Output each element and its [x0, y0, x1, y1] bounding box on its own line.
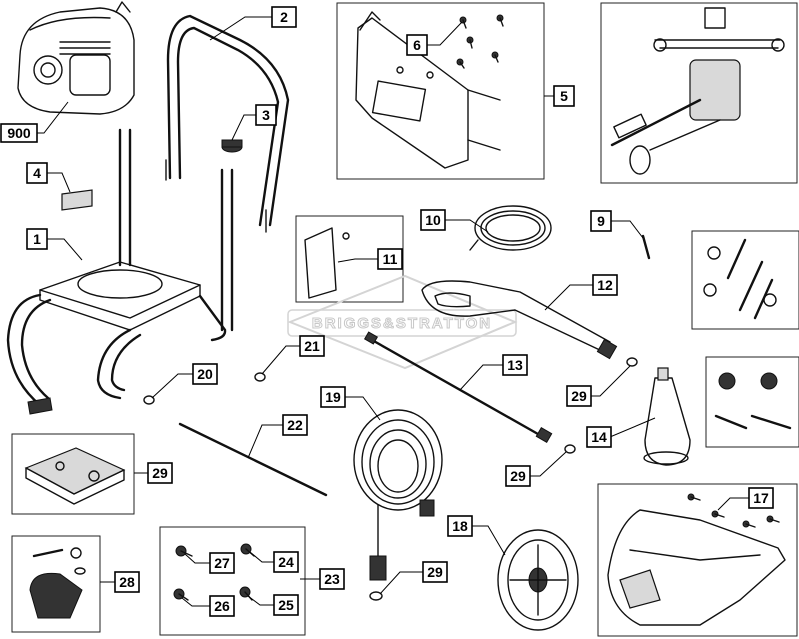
callout-number: 2 — [280, 9, 288, 25]
foot-part — [29, 547, 86, 619]
callout-11: 11 — [377, 248, 403, 270]
callout-26: 26 — [209, 595, 235, 617]
callout-23: 23 — [319, 568, 345, 590]
callout-number: 4 — [33, 165, 41, 181]
callout-10: 10 — [420, 209, 446, 231]
grip-part — [221, 139, 243, 153]
callout-number: 29 — [427, 564, 443, 580]
washer-29-hose — [369, 591, 383, 601]
handle-part — [165, 14, 290, 233]
callout-number: 11 — [383, 251, 398, 267]
rod-part — [178, 422, 328, 497]
group-frame-17 — [597, 483, 798, 637]
callout-19: 19 — [320, 386, 346, 408]
high-pressure-hose-part — [353, 409, 443, 581]
callout-24: 24 — [273, 551, 299, 573]
group-frame-bolts — [691, 230, 799, 330]
pump-part — [610, 7, 785, 175]
decal-part — [61, 189, 93, 211]
filter-part — [304, 227, 350, 299]
callout-number: 1 — [33, 231, 41, 247]
callout-5: 5 — [553, 85, 575, 107]
callout-number: 22 — [287, 417, 303, 433]
callout-number: 14 — [591, 429, 607, 445]
group-frame-pump — [600, 2, 798, 184]
callout-number: 29 — [152, 465, 168, 481]
leader-lines — [36, 16, 749, 607]
wheel-part — [497, 529, 579, 631]
callout-number: 24 — [278, 554, 294, 570]
callout-28: 28 — [114, 571, 140, 593]
group-frame-29-plate — [11, 433, 135, 515]
callout-number: 3 — [262, 107, 270, 123]
callout-number: 18 — [452, 518, 468, 534]
callout-number: 9 — [597, 213, 605, 229]
bolts-group — [703, 238, 777, 320]
callout-2: 2 — [271, 6, 297, 28]
guard-part — [607, 493, 786, 626]
callout-number: 900 — [7, 125, 31, 141]
callout-13: 13 — [502, 354, 528, 376]
callout-900: 900 — [0, 123, 38, 143]
washer-29-wand — [564, 444, 576, 454]
callout-number: 21 — [304, 338, 320, 354]
callout-29-plate: 29 — [147, 462, 173, 484]
washer-21 — [254, 372, 266, 382]
nozzle-part — [643, 367, 691, 466]
callout-number: 25 — [278, 597, 294, 613]
callout-1: 1 — [26, 228, 48, 250]
hose-coil-part — [469, 205, 552, 251]
callout-27: 27 — [209, 552, 235, 574]
engine — [17, 1, 135, 115]
group-frame-11 — [295, 215, 404, 303]
frame-part — [6, 128, 234, 415]
group-frame-28 — [11, 535, 101, 633]
callout-6: 6 — [406, 34, 428, 56]
callout-9: 9 — [590, 210, 612, 232]
group-frame-5 — [336, 2, 545, 180]
callout-number: 26 — [214, 598, 230, 614]
callout-number: 29 — [571, 388, 587, 404]
callout-29-gun: 29 — [566, 385, 592, 407]
callout-14: 14 — [586, 426, 612, 448]
bracket-assembly-part — [355, 11, 501, 169]
callout-17: 17 — [748, 487, 774, 509]
callout-number: 23 — [324, 571, 340, 587]
washer-20 — [143, 395, 155, 405]
callout-number: 28 — [119, 574, 135, 590]
callout-number: 27 — [214, 555, 230, 571]
callout-number: 5 — [560, 88, 568, 104]
callout-3: 3 — [255, 104, 277, 126]
callout-number: 19 — [325, 389, 341, 405]
watermark: BRIGGS&STRATTON — [287, 274, 518, 370]
callout-number: 20 — [197, 366, 213, 382]
callout-number: 6 — [413, 37, 421, 53]
spray-gun-part — [421, 280, 618, 360]
screws-6 — [456, 14, 504, 69]
callout-20: 20 — [192, 363, 218, 385]
callout-29-wand: 29 — [505, 465, 531, 487]
group-frame-23 — [159, 526, 306, 636]
callout-22: 22 — [282, 414, 308, 436]
callout-number: 29 — [510, 468, 526, 484]
callout-number: 10 — [425, 212, 441, 228]
callout-number: 17 — [753, 490, 769, 506]
washer-29-gun — [626, 357, 638, 367]
callout-25: 25 — [273, 594, 299, 616]
callout-number: 13 — [507, 357, 523, 373]
watermark-text: BRIGGS&STRATTON — [312, 315, 492, 332]
callout-21: 21 — [299, 335, 325, 357]
callout-12: 12 — [592, 274, 618, 296]
pin-part — [641, 234, 651, 260]
callout-number: 12 — [597, 277, 613, 293]
callout-4: 4 — [26, 162, 48, 184]
callout-18: 18 — [447, 515, 473, 537]
knobs-group — [714, 372, 792, 430]
screws-23-group — [173, 543, 255, 601]
callout-29-hose: 29 — [422, 561, 448, 583]
wand-part — [363, 331, 553, 444]
group-frame-knobs — [705, 356, 799, 448]
plate-part — [24, 447, 126, 505]
